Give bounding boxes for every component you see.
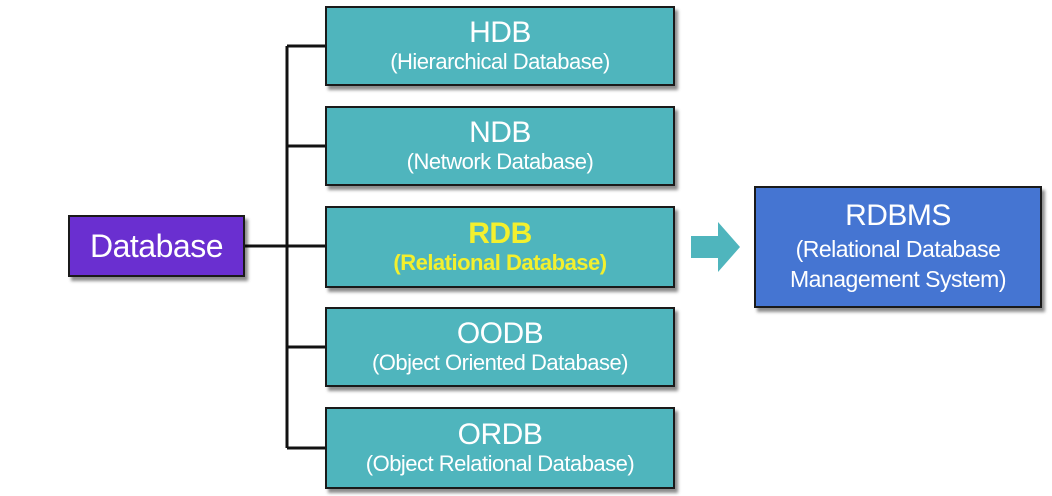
hdb-full-name: (Hierarchical Database)	[390, 49, 610, 74]
ndb-node: NDB (Network Database)	[325, 106, 675, 186]
ordb-full-name: (Object Relational Database)	[365, 451, 635, 476]
ordb-abbr: ORDB	[457, 418, 543, 451]
hdb-node: HDB (Hierarchical Database)	[325, 6, 675, 86]
rdbms-full-name-line1: (Relational Database	[795, 236, 1001, 262]
right-arrow-icon	[691, 222, 740, 272]
hdb-abbr: HDB	[469, 16, 531, 49]
database-root-label: Database	[90, 228, 223, 264]
oodb-node: OODB (Object Oriented Database)	[325, 307, 675, 387]
rdb-abbr: RDB	[468, 217, 532, 250]
ndb-full-name: (Network Database)	[406, 149, 594, 174]
oodb-full-name: (Object Oriented Database)	[371, 350, 629, 375]
rdbms-abbr: RDBMS	[845, 199, 951, 232]
ndb-abbr: NDB	[469, 116, 531, 149]
rdbms-node: RDBMS (Relational Database Management Sy…	[754, 186, 1042, 308]
rdb-node: RDB (Relational Database)	[325, 206, 675, 288]
rdb-full-name: (Relational Database)	[393, 250, 607, 275]
ordb-node: ORDB (Object Relational Database)	[325, 407, 675, 489]
oodb-abbr: OODB	[456, 317, 544, 350]
database-root-node: Database	[68, 215, 245, 277]
rdbms-full-name-line2: Management System)	[790, 266, 1006, 292]
